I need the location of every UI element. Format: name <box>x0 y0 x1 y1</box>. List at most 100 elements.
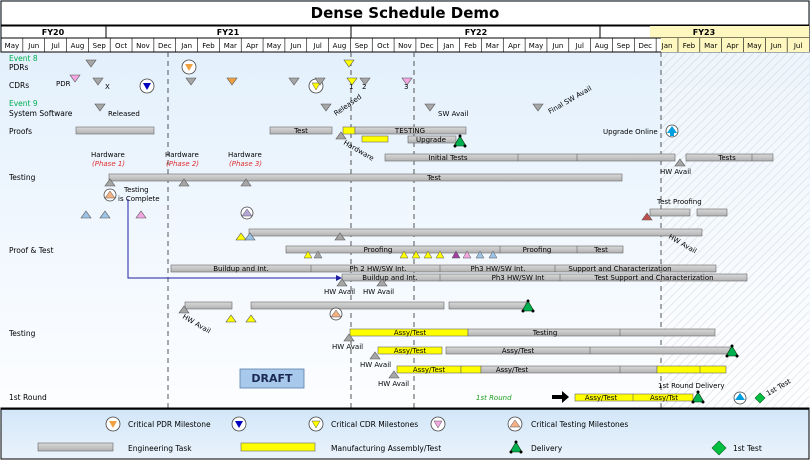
month-label: Jan <box>442 42 454 50</box>
month-label: Apr <box>246 42 258 50</box>
legend-critical-pdr-label: Critical PDR Milestone <box>128 420 211 429</box>
legend-manufacturing-label: Manufacturing Assembly/Test <box>331 444 441 453</box>
phase3-label: (Phase 3) <box>229 160 262 168</box>
released-annotation: Released <box>108 110 140 118</box>
legend-cdr-pink-icon <box>433 420 443 429</box>
draft-stamp-text: DRAFT <box>251 372 293 385</box>
fy20-label: FY20 <box>42 28 65 37</box>
month-label: Sep <box>617 42 631 50</box>
testing-complete-label-1: Testing <box>123 186 149 194</box>
engineering-task-bar <box>407 135 457 144</box>
manufacturing-bar <box>377 346 443 355</box>
milestone-triangle <box>369 351 381 360</box>
engineering-task-bar <box>250 301 445 310</box>
row-label-pdrs: PDRs <box>9 63 29 72</box>
test-long-bar-label: Test <box>426 174 441 182</box>
milestone-triangle <box>178 178 190 187</box>
month-label: Sep <box>93 42 107 50</box>
hw-avail-annotation-d: HW Avail <box>360 361 391 369</box>
manufacturing-bar <box>361 135 389 143</box>
critical-testing-icon <box>330 309 342 318</box>
milestone-triangle <box>343 59 355 68</box>
month-label: Dec <box>420 42 434 50</box>
engineering-task-bar <box>184 301 233 310</box>
hardware-label-2: Hardware <box>165 151 199 159</box>
milestone-triangle <box>85 59 97 68</box>
legend-delivery-icon <box>509 440 523 454</box>
legend-cdr-icon <box>311 420 321 429</box>
chart-title: Dense Schedule Demo <box>311 4 500 22</box>
row-label-cdrs: CDRs <box>9 81 29 90</box>
arrow-stem-icon <box>552 395 562 399</box>
month-label: Jun <box>27 42 39 50</box>
legend-testing-icon <box>509 419 521 428</box>
month-label: Aug <box>595 42 609 50</box>
engineering-task-bar <box>467 328 716 337</box>
up-arrow-icon <box>735 393 745 400</box>
engineering-task-bar <box>696 208 728 217</box>
initial-tests-bar-label: Initial Tests <box>428 154 467 162</box>
assy2-bar-label: Assy/Test <box>394 347 427 355</box>
milestone-triangle <box>240 178 252 187</box>
milestone-triangle <box>401 77 413 86</box>
assy3-bar-label: Assy/Test <box>502 347 535 355</box>
hardware-label-3: Hardware <box>228 151 262 159</box>
milestone-triangle <box>104 178 116 187</box>
critical-pdr-icon <box>143 83 151 90</box>
month-label: Nov <box>398 42 412 50</box>
month-label: Sep <box>355 42 369 50</box>
milestone-triangle <box>334 232 346 241</box>
manufacturing-bar <box>656 365 727 374</box>
assy1-bar-label: Assy/Test <box>394 329 427 337</box>
milestone-triangle <box>288 77 300 86</box>
first-round-delivery-annotation: 1st Round Delivery <box>658 382 725 390</box>
engineering-task-bar <box>75 126 155 135</box>
row-label-first-round: 1st Round <box>9 393 47 402</box>
legend-first-test-label: 1st Test <box>733 444 762 453</box>
month-label: Jan <box>180 42 192 50</box>
testing-complete-label-2: is Complete <box>118 195 160 203</box>
month-label: Jul <box>312 42 322 50</box>
milestone-triangle <box>244 232 256 241</box>
month-label: May <box>5 42 19 50</box>
engineering-task-bar <box>341 273 748 282</box>
month-label: Aug <box>71 42 85 50</box>
milestone-triangle <box>69 74 81 83</box>
legend-pdr-blue-icon <box>235 421 243 428</box>
delivery-icon <box>453 134 467 148</box>
critical-pdr-icon <box>185 64 193 71</box>
delivery-icon <box>691 390 705 404</box>
milestone-triangle <box>343 333 355 342</box>
buildup1-bar-label: Buildup and Int. <box>213 265 269 273</box>
proofing1-bar-label: Proofing <box>364 246 393 254</box>
milestone-triangle <box>388 370 400 379</box>
tests-bar-label: Tests <box>717 154 736 162</box>
draft-stamp <box>239 368 305 389</box>
row-labels: Event 8 PDRs CDRs Event 9 System Softwar… <box>8 54 73 402</box>
month-label: Oct <box>377 42 389 50</box>
assy5-bar-label: Assy/Test <box>496 366 529 374</box>
legend-critical-testing-label: Critical Testing Milestones <box>531 420 628 429</box>
fy23-label: FY23 <box>693 28 715 37</box>
hw-avail-annotation-e: HW Avail <box>378 380 409 388</box>
assy4-bar-label: Assy/Test <box>413 366 446 374</box>
milestone-triangle <box>314 77 326 86</box>
month-label: Jun <box>770 42 782 50</box>
milestone-triangle <box>532 103 544 112</box>
month-label: Feb <box>464 42 477 50</box>
milestone-triangle <box>376 278 388 287</box>
month-label: May <box>747 42 761 50</box>
month-label: Mar <box>704 42 717 50</box>
milestone-triangle <box>674 158 686 167</box>
delivery-icon <box>725 344 739 358</box>
engineering-task-bar <box>170 264 717 273</box>
manufacturing-bar <box>342 126 356 135</box>
cdr-3-label: 3 <box>404 83 408 91</box>
engineering-task-bar <box>685 153 774 162</box>
month-label: May <box>267 42 281 50</box>
test-proofing-annotation: Test Proofing <box>656 198 702 206</box>
legend: Critical PDR Milestone Critical CDR Mile… <box>37 416 762 456</box>
milestone-triangle <box>245 314 257 323</box>
row-label-proof-test: Proof & Test <box>9 246 54 255</box>
